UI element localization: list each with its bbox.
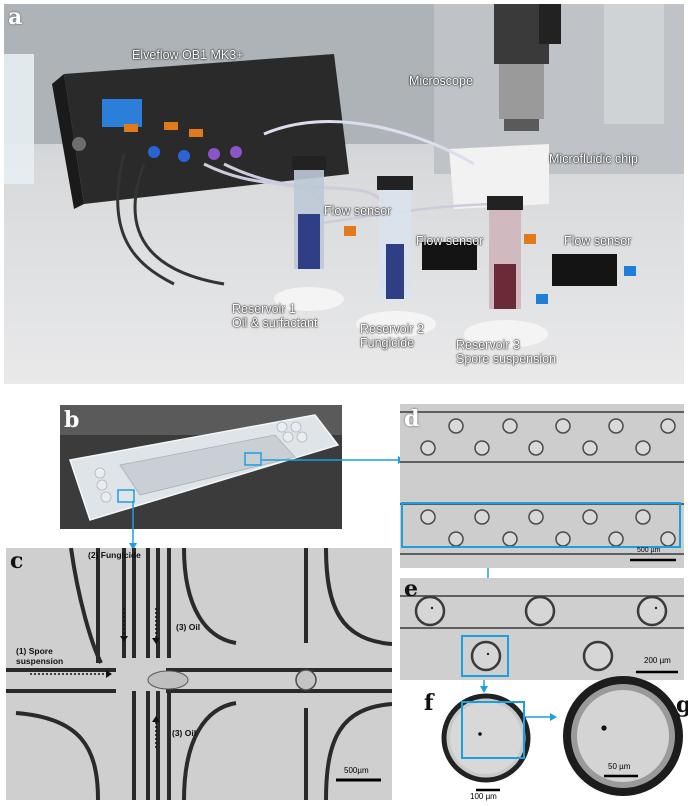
setup-photo-drawing bbox=[4, 4, 684, 384]
chip-photo-drawing bbox=[60, 405, 342, 529]
panel-letter-a: a bbox=[8, 4, 23, 30]
panel-letter-g: g bbox=[676, 692, 688, 718]
scale-label-c: 500µm bbox=[344, 766, 369, 775]
label-reservoir-1-content: Oil & surfactant bbox=[232, 316, 318, 330]
label-reservoir-1: Reservoir 1 Oil & surfactant bbox=[232, 302, 317, 330]
droplet-closeup-drawing bbox=[400, 578, 684, 680]
arrow-head-b-to-c bbox=[129, 543, 137, 550]
highlight-box-f bbox=[461, 701, 525, 759]
arrow-head-e-to-f bbox=[480, 686, 488, 693]
panel-a-photo: a Elveflow OB1 MK3+ Microscope Microflui… bbox=[4, 4, 684, 384]
label-flow-sensor-2: Flow sensor bbox=[416, 234, 484, 248]
label-microscope: Microscope bbox=[409, 74, 473, 88]
panel-letter-c: c bbox=[10, 548, 24, 574]
label-reservoir-2-title: Reservoir 2 bbox=[360, 322, 424, 336]
junction-drawing bbox=[6, 548, 392, 800]
scale-label-d: 500 µm bbox=[637, 547, 661, 554]
highlight-box-e bbox=[461, 635, 509, 677]
label-elveflow: Elveflow OB1 MK3+ bbox=[132, 48, 244, 62]
scale-label-f: 100 µm bbox=[470, 792, 497, 801]
panel-letter-e: e bbox=[404, 576, 418, 602]
panel-g-micrograph: g 50 µm bbox=[562, 672, 688, 802]
highlight-box-d bbox=[401, 502, 681, 548]
label-spore-line1: (1) Spore bbox=[16, 646, 53, 656]
label-oil-bottom: (3) Oil bbox=[172, 728, 197, 738]
scale-label-g: 50 µm bbox=[608, 762, 631, 771]
label-spore-suspension: (1) Spore suspension bbox=[16, 646, 63, 666]
panel-f-micrograph: f 100 µm bbox=[424, 690, 532, 802]
label-reservoir-2-content: Fungicide bbox=[360, 336, 415, 350]
label-fungicide: (2) Fungicide bbox=[88, 550, 141, 560]
panel-c-micrograph: c (2) Fungicide (3) Oil (1) Spore suspen… bbox=[6, 548, 392, 800]
scale-label-e: 200 µm bbox=[644, 656, 671, 665]
panel-letter-f: f bbox=[424, 690, 434, 716]
panel-e-micrograph: e 200 µm bbox=[400, 576, 684, 680]
label-reservoir-1-title: Reservoir 1 bbox=[232, 302, 296, 316]
label-reservoir-3-content: Spore suspension bbox=[456, 352, 557, 366]
single-droplet-drawing bbox=[441, 693, 531, 792]
droplet-zoom-drawing bbox=[563, 676, 683, 796]
droplet-array-drawing bbox=[400, 404, 684, 568]
label-reservoir-3: Reservoir 3 Spore suspension bbox=[456, 338, 556, 366]
label-microfluidic-chip: Microfluidic chip bbox=[549, 152, 638, 166]
label-flow-sensor-1: Flow sensor bbox=[324, 204, 392, 218]
panel-b-photo: b bbox=[60, 405, 342, 529]
label-reservoir-3-title: Reservoir 3 bbox=[456, 338, 520, 352]
panel-letter-b: b bbox=[64, 407, 80, 433]
panel-letter-d: d bbox=[404, 406, 420, 432]
label-flow-sensor-3: Flow sensor bbox=[564, 234, 632, 248]
label-reservoir-2: Reservoir 2 Fungicide bbox=[360, 322, 424, 350]
label-spore-line2: suspension bbox=[16, 656, 64, 666]
label-oil-top: (3) Oil bbox=[176, 622, 201, 632]
arrow-head-f-to-g bbox=[550, 713, 557, 721]
panel-d-micrograph: d 500 µm bbox=[400, 404, 684, 568]
